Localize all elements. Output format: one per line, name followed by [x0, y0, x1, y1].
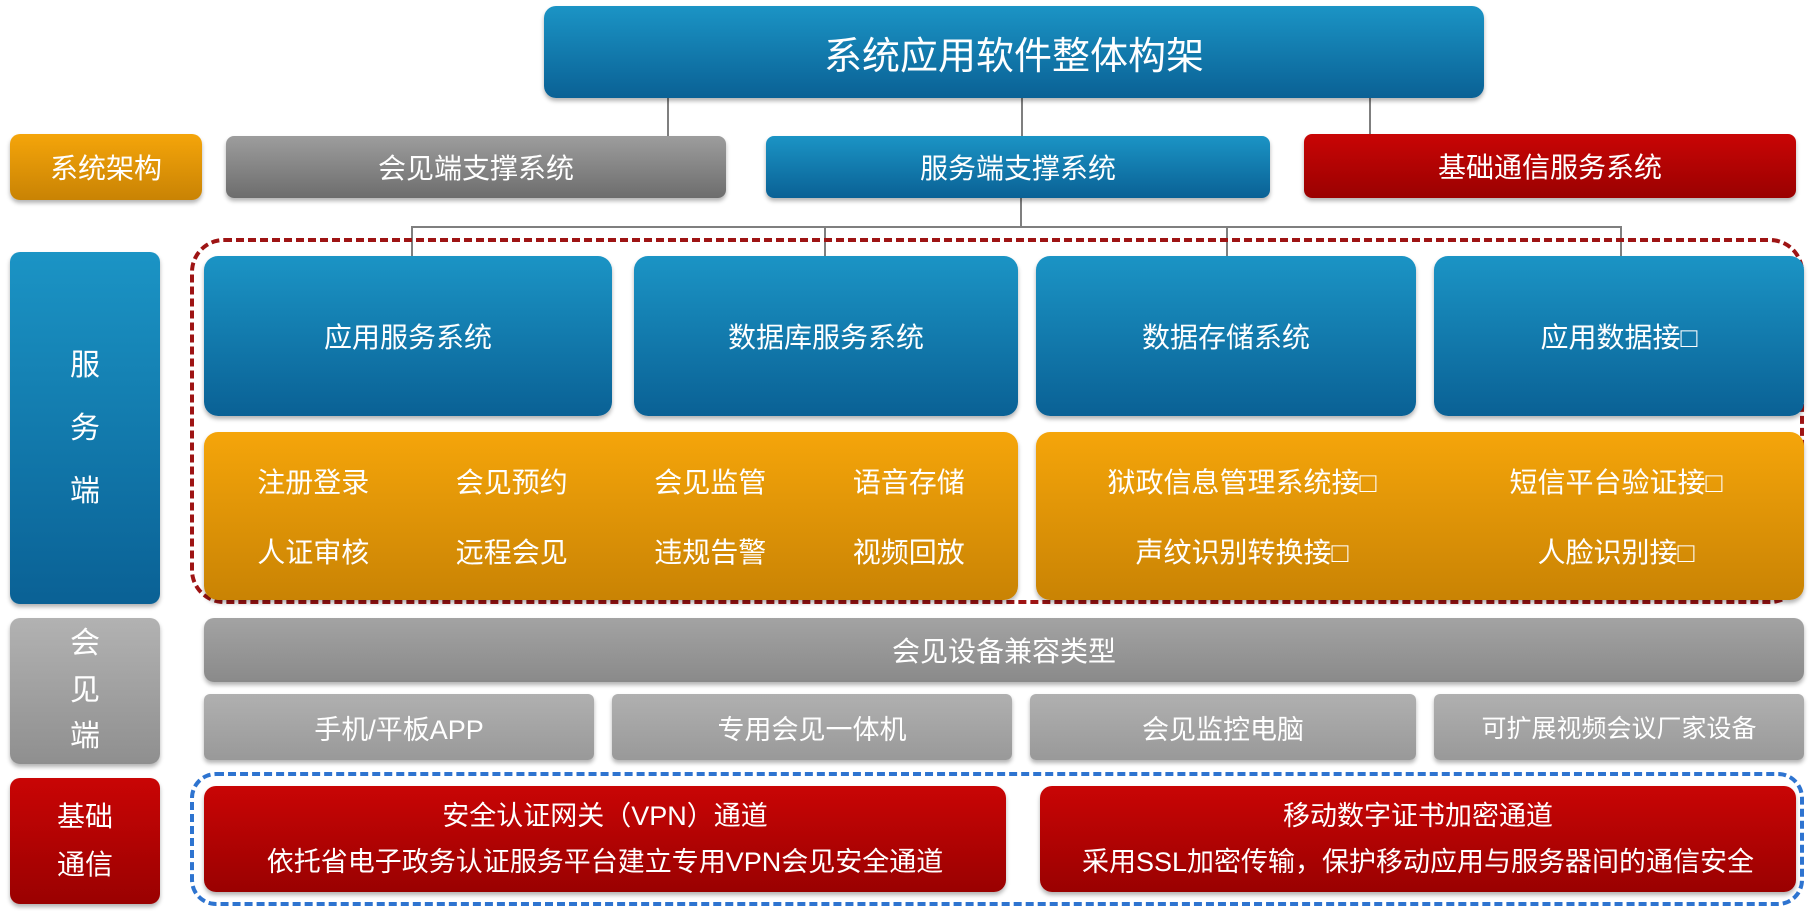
tier2-server-support-system: 服务端支撑系统	[766, 136, 1270, 198]
mobile-cert-channel-box: 移动数字证书加密通道 采用SSL加密传输，保护移动应用与服务器间的通信安全	[1040, 786, 1796, 892]
system-database-service: 数据库服务系统	[634, 256, 1018, 416]
function-item: 视频回放	[852, 537, 965, 568]
function-item: 违规告警	[654, 537, 767, 568]
connector-drop-data-interface	[1620, 226, 1622, 262]
tier2-meeting-support-system: 会见端支撑系统	[226, 136, 726, 198]
connector-drop-storage	[1226, 226, 1228, 262]
diagram-title: 系统应用软件整体构架	[544, 6, 1484, 98]
interface-item: 人脸识别接□	[1537, 537, 1695, 568]
interface-item: 短信平台验证接□	[1509, 467, 1723, 498]
system-app-data-interface: 应用数据接□	[1434, 256, 1804, 416]
external-interfaces-panel: 狱政信息管理系统接□ 短信平台验证接□ 声纹识别转换接□ 人脸识别接□	[1036, 432, 1804, 600]
vpn-channel-box: 安全认证网关（VPN）通道 依托省电子政务认证服务平台建立专用VPN会见安全通道	[204, 786, 1006, 892]
connector-title-to-meeting-support	[667, 98, 669, 136]
device-mobile-tablet-app: 手机/平板APP	[204, 694, 594, 760]
interface-item: 声纹识别转换接□	[1135, 537, 1349, 568]
connector-title-to-server-support	[1021, 98, 1023, 136]
system-data-storage: 数据存储系统	[1036, 256, 1416, 416]
function-item: 会见监管	[654, 467, 767, 498]
comm-tier-dashed-boundary	[190, 772, 1804, 906]
function-item: 注册登录	[257, 467, 370, 498]
mobile-cert-channel-desc: 采用SSL加密传输，保护移动应用与服务器间的通信安全	[1081, 847, 1755, 877]
tier2-basic-comm-service-system: 基础通信服务系统	[1304, 134, 1796, 198]
mobile-cert-channel-title: 移动数字证书加密通道	[1283, 800, 1553, 831]
side-label-system-architecture: 系统架构	[10, 134, 202, 200]
function-item: 语音存储	[852, 467, 965, 498]
app-functions-panel: 注册登录 会见预约 会见监管 语音存储 人证审核 远程会见 违规告警 视频回放	[204, 432, 1018, 600]
connector-title-to-comm-service	[1369, 98, 1371, 136]
side-label-server-side: 服 务 端	[10, 252, 160, 604]
function-item: 会见预约	[455, 467, 568, 498]
device-extensible-vendor-equipment: 可扩展视频会议厂家设备	[1434, 694, 1804, 760]
connector-drop-app-service	[411, 226, 413, 262]
function-item: 人证审核	[257, 537, 370, 568]
function-item: 远程会见	[455, 537, 568, 568]
connector-server-branch-bar	[411, 226, 1621, 228]
side-label-basic-comm: 基础 通信	[10, 778, 160, 904]
interface-item: 狱政信息管理系统接□	[1107, 467, 1377, 498]
vpn-channel-desc: 依托省电子政务认证服务平台建立专用VPN会见安全通道	[266, 847, 944, 877]
system-app-service: 应用服务系统	[204, 256, 612, 416]
device-dedicated-terminal: 专用会见一体机	[612, 694, 1012, 760]
device-compatibility-header: 会见设备兼容类型	[204, 618, 1804, 682]
vpn-channel-title: 安全认证网关（VPN）通道	[442, 800, 768, 831]
server-tier-dashed-boundary	[190, 238, 1804, 604]
connector-drop-database	[824, 226, 826, 262]
device-monitoring-pc: 会见监控电脑	[1030, 694, 1416, 760]
side-label-meeting-side: 会 见 端	[10, 618, 160, 764]
connector-server-support-stem	[1020, 198, 1022, 228]
